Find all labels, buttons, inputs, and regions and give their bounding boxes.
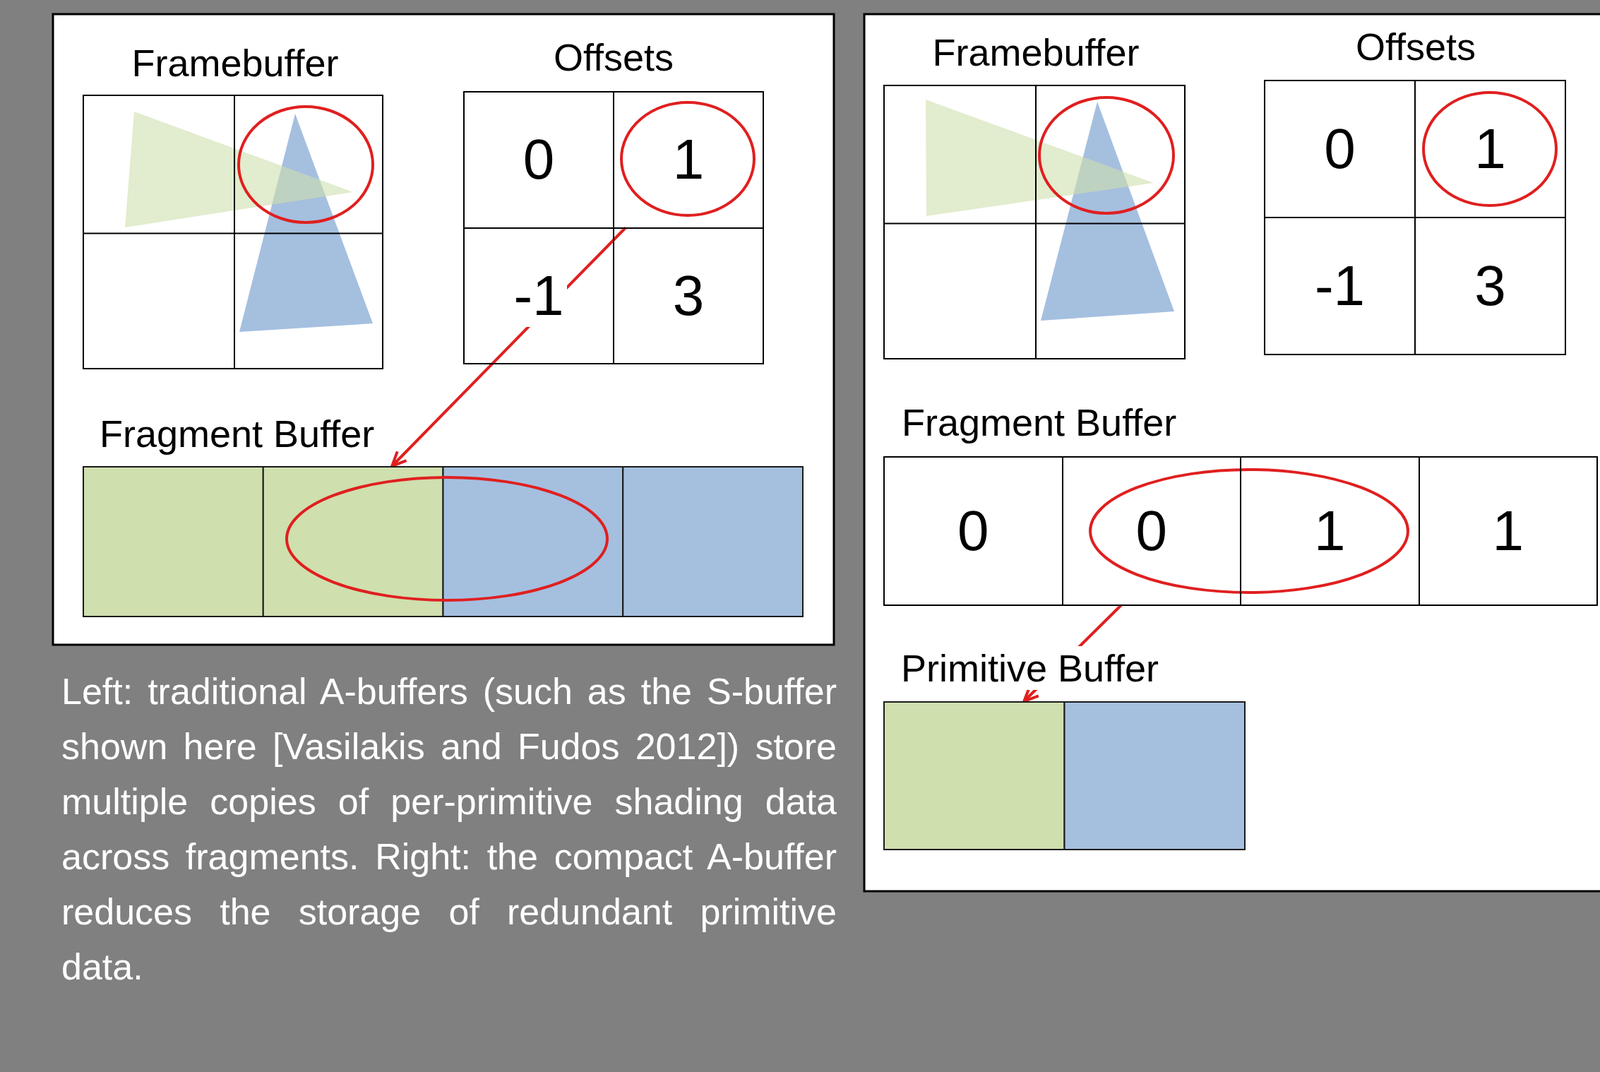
offset-cell: 1 (613, 91, 764, 229)
fragment-cell: 0 (884, 456, 1063, 606)
buffer-cell (622, 466, 803, 617)
pointer-arrow (391, 228, 626, 467)
offset-cell: 0 (1264, 80, 1416, 218)
cell-number: 1 (1489, 499, 1528, 563)
grid-line (883, 223, 1186, 225)
cell-number: 0 (954, 499, 993, 563)
buffer-cell (884, 701, 1065, 850)
buffer-cell (443, 466, 624, 617)
buffer-heading: Fragment Buffer (898, 400, 1180, 445)
fb-figure (84, 96, 385, 371)
offset-cell: 3 (613, 228, 764, 365)
cell-number: 0 (520, 128, 558, 191)
highlight-circle (1039, 97, 1174, 214)
buffer-cell (1064, 701, 1246, 850)
buffer-heading: Primitive Buffer (898, 646, 1162, 690)
blue-triangle (1040, 101, 1175, 321)
frag-figure (82, 466, 803, 618)
cell-number: 0 (1133, 499, 1171, 563)
buffer-heading: Fragment Buffer (96, 411, 378, 456)
cell-number: 1 (670, 128, 708, 191)
buffer-heading: Offsets (1352, 24, 1479, 69)
grid-line (1035, 84, 1037, 360)
offsets-table: Offsets01-13 (463, 91, 764, 365)
highlight-ellipse (1090, 469, 1408, 593)
cell-number: 0 (1321, 117, 1359, 181)
highlight-ellipse (286, 477, 608, 601)
cell-number: 3 (1471, 254, 1509, 318)
fragment-cell: 1 (1240, 456, 1420, 606)
offset-cell: 0 (463, 91, 614, 229)
buffer-cell (83, 466, 264, 617)
left-panel (52, 14, 834, 645)
buffer-heading: Framebuffer (929, 30, 1142, 75)
cell-number: -1 (1311, 254, 1368, 318)
cell-number: 1 (1311, 499, 1349, 563)
figure-caption: Left: traditional A-buffers (such as the… (61, 663, 837, 995)
offsets-table: Offsets01-13 (1263, 79, 1567, 356)
fragment-cell: 0 (1062, 456, 1242, 606)
offset-cell: -1 (1264, 217, 1416, 355)
framebuffer-grid: Framebuffer (883, 84, 1186, 360)
right-panel (864, 14, 1600, 892)
fragment-cell: 1 (1419, 456, 1598, 606)
grid-line (82, 233, 384, 235)
cell-number: 1 (1471, 117, 1509, 181)
cell-number: 3 (670, 264, 708, 327)
cell-number: -1 (510, 264, 567, 327)
fragment-buffer: Fragment Buffer (82, 466, 803, 618)
buffer-heading: Offsets (550, 35, 677, 80)
primitive-buffer: Primitive Buffer (883, 701, 1245, 851)
highlight-circle (1423, 92, 1557, 206)
buffer-heading: Framebuffer (128, 40, 342, 85)
prim-figure (883, 701, 1245, 851)
offset-cell: 1 (1415, 80, 1566, 218)
offset-cell: -1 (463, 228, 614, 365)
fb-figure (884, 86, 1187, 361)
fragment-buffer: Fragment Buffer0011 (883, 456, 1598, 606)
framebuffer-grid: Framebuffer (82, 94, 384, 370)
offset-cell: 3 (1415, 217, 1566, 355)
highlight-circle (238, 106, 373, 223)
highlight-circle (621, 102, 755, 216)
grid-line (233, 94, 236, 370)
